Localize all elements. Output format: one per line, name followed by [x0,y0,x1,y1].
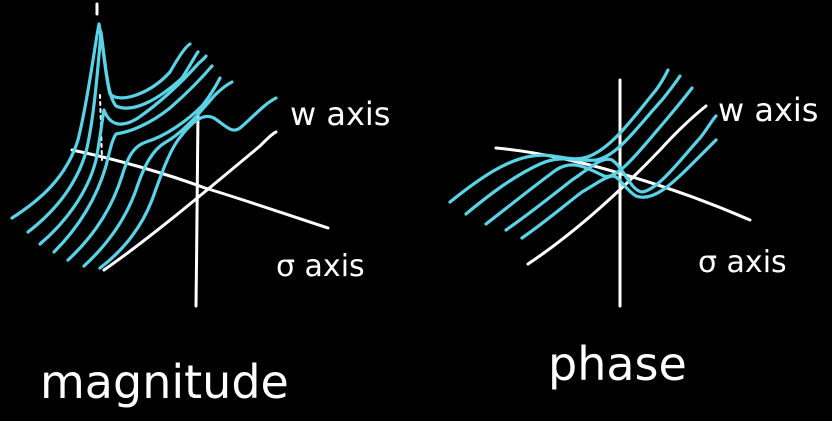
magnitude-curve [98,96,278,270]
phase-curves [448,68,718,240]
phase-curve [464,74,682,216]
phase-w-axis [526,104,708,266]
phase-curve [448,68,670,204]
magnitude-curves [10,22,278,270]
magnitude-curve [38,54,208,246]
phase-curve [504,114,718,232]
magnitude-dashed-guide [99,94,103,161]
magnitude-w-axis-label: w axis [290,95,390,133]
phase-curve [520,138,718,240]
magnitude-curve [82,80,234,268]
magnitude-curve [66,76,222,262]
magnitude-vertical-axis [194,110,200,308]
phase-sigma-axis [494,146,752,222]
magnitude-curve [26,30,200,234]
phase-sigma-axis-label: σ axis [698,245,787,280]
magnitude-caption: magnitude [40,355,289,409]
magnitude-sigma-axis [70,148,330,230]
phase-w-axis-label: w axis [718,91,818,129]
magnitude-curve [52,64,214,254]
phase-panel: w axis σ axis phase [448,68,818,391]
magnitude-sigma-axis-label: σ axis [276,249,365,284]
magnitude-panel: w axis σ axis magnitude [10,2,390,409]
magnitude-w-axis [102,130,278,272]
phase-curve [484,86,694,226]
phase-caption: phase [548,337,687,391]
